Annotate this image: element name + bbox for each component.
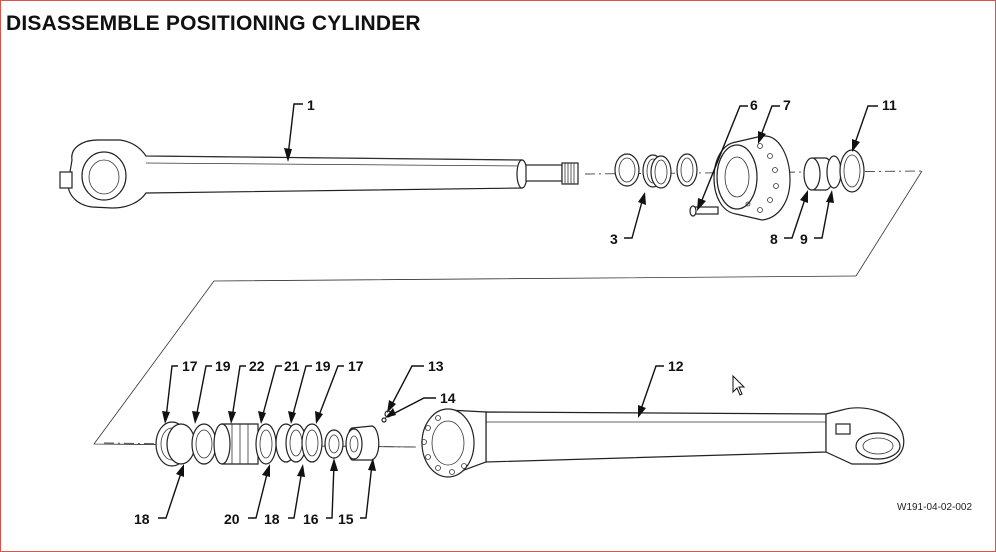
washer (324, 429, 344, 459)
o-ring (826, 155, 842, 189)
seal-ring (676, 153, 698, 187)
piston-wear-parts-upper (803, 149, 865, 193)
cylinder-tube (421, 407, 905, 478)
rod-eye-bushing (88, 159, 120, 195)
label-part-13: 13 (428, 358, 444, 374)
label-part-18-right: 18 (264, 511, 280, 527)
label-part-16: 16 (303, 511, 319, 527)
label-part-8: 8 (770, 231, 778, 247)
mouse-pointer-icon (732, 374, 746, 396)
label-part-17-left: 17 (182, 358, 198, 374)
label-part-19-right: 19 (315, 358, 331, 374)
label-part-11: 11 (882, 97, 897, 113)
leader-lines (158, 103, 878, 519)
tube-body (485, 411, 827, 463)
rod-thread (561, 162, 579, 185)
label-part-15: 15 (338, 511, 354, 527)
lower-assembly (103, 407, 905, 478)
tube-bore (431, 420, 465, 466)
label-part-20: 20 (224, 511, 240, 527)
part-number-labels: 1 3 6 7 8 9 11 12 13 14 15 16 17 17 18 1… (134, 97, 897, 527)
head-bore (724, 156, 750, 198)
label-part-12: 12 (668, 358, 684, 374)
piston-rod (59, 139, 579, 209)
label-part-1: 1 (307, 97, 315, 113)
label-part-22: 22 (249, 358, 265, 374)
rod-seal-set (614, 153, 698, 189)
set-screw (381, 417, 387, 423)
label-part-14: 14 (440, 390, 456, 406)
label-part-3: 3 (610, 231, 618, 247)
piston-ring-set (155, 421, 323, 467)
label-part-19-left: 19 (215, 358, 231, 374)
rod-neck (525, 164, 563, 182)
rod-eye (67, 139, 523, 209)
label-part-9: 9 (800, 231, 808, 247)
wear-ring (301, 423, 323, 463)
perspective-frame-line (855, 170, 923, 277)
label-part-17-right: 17 (348, 358, 364, 374)
tube-eye-bore (855, 432, 901, 460)
bolt-head (689, 205, 697, 217)
label-part-18-left: 18 (134, 511, 150, 527)
piston-nut (345, 425, 380, 461)
upper-assembly (59, 135, 923, 448)
grease-fitting (59, 171, 73, 189)
seal-ring (650, 155, 672, 189)
label-part-6: 6 (750, 97, 758, 113)
rod-eye-bore (81, 151, 127, 201)
label-part-7: 7 (783, 97, 791, 113)
figure-code: W191-04-02-002 (897, 502, 973, 513)
rod-highlight (145, 162, 523, 167)
page-title: DISASSEMBLE POSITIONING CYLINDER (6, 12, 421, 35)
tube-grease-fitting (835, 423, 851, 435)
rod-highlight (145, 155, 523, 161)
label-part-21: 21 (284, 358, 300, 374)
cylinder-head (713, 135, 791, 221)
head-face (716, 144, 758, 210)
socket-bolt (689, 205, 719, 217)
